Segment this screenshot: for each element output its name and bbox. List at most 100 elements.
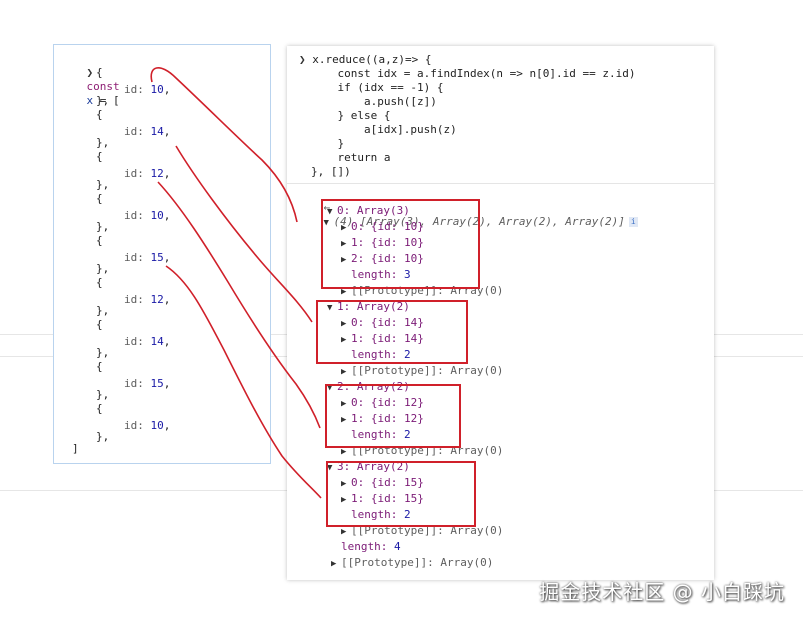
collapse-triangle-icon[interactable]: ▼ [327,207,333,217]
group-header[interactable]: ▼ 2: Array(2) [327,380,410,395]
expand-triangle-icon[interactable]: ▶ [341,335,347,345]
code-text: if (idx == -1) { [311,81,444,94]
prompt-chevron-icon: ❯ [86,66,94,79]
object-open-brace: { [96,66,103,79]
length-value: 2 [403,348,411,361]
object-close-brace: }, [96,430,110,443]
code-line: } [311,137,344,151]
group-header[interactable]: ▼0: Array(3) [327,204,410,219]
group-item-row[interactable]: ▶1: {id: 12} [341,412,424,427]
expand-triangle-icon[interactable]: ▶ [341,479,347,489]
id-value: 15 [150,377,164,390]
outer-length-value: 4 [393,540,401,553]
group-item-row[interactable]: ▶ 1: {id: 15} [341,492,424,507]
length-key: length: [351,428,398,441]
object-open-brace: { [96,318,103,331]
expand-triangle-icon[interactable]: ▶ [341,447,347,457]
code-text: } else { [311,109,391,122]
object-id-row: id: 12, [124,293,171,306]
scribble-id12 [157,181,321,429]
code-line: a.push([z]) [311,95,437,109]
group-header[interactable]: ▼1: Array(2) [327,300,410,315]
expand-triangle-icon[interactable]: ▶ [331,559,337,569]
group-item: 1: {id: 14} [351,332,424,345]
collapse-triangle-icon[interactable]: ▼ [327,383,333,393]
expand-triangle-icon[interactable]: ▼ [323,218,329,228]
group-item-row[interactable]: ▶1: {id: 10} [341,236,424,251]
code-text: } [311,137,345,150]
id-value: 10 [150,419,164,432]
group-header[interactable]: ▼3: Array(2) [327,460,410,475]
annotation-box-group-3 [326,461,476,527]
expand-triangle-icon[interactable]: ▶ [341,415,347,425]
expand-triangle-icon[interactable]: ▶ [341,367,347,377]
object-close-brace: }, [96,220,110,233]
group-item-row[interactable]: ▶ 2: {id: 10} [341,252,424,267]
prompt-chevron-icon: ❯ [299,53,313,66]
expand-triangle-icon[interactable]: ▶ [341,287,347,297]
id-value: 12 [150,167,164,180]
code-line: } else { [311,109,390,123]
expand-triangle-icon[interactable]: ▶ [341,255,347,265]
object-open-brace: { [96,360,103,373]
prototype-row[interactable]: ▶[[Prototype]]: Array(0) [341,364,503,379]
object-id-row: id: 15, [124,251,171,264]
group-item-row[interactable]: ▶ 0: {id: 15} [341,476,424,491]
result-summary-line[interactable]: ← ▼(4) [Array(3), Array(2), Array(2), Ar… [297,187,638,244]
console-input-line: ❯ const x = [ [60,52,120,122]
group-item: 0: {id: 15} [351,476,424,489]
group-item-row[interactable]: ▶0: {id: 14} [341,316,424,331]
code-line: a[idx].push(z) [311,123,457,137]
outer-prototype-row[interactable]: ▶[[Prototype]]: Array(0) [331,556,493,571]
keyword-const: const [86,80,120,93]
annotation-box-group-2 [325,384,461,448]
expand-triangle-icon[interactable]: ▶ [341,223,347,233]
length-value: 2 [403,508,411,521]
prototype-row[interactable]: ▶ [[Prototype]]: Array(0) [341,524,503,539]
id-value: 15 [150,251,164,264]
group-item-row[interactable]: ▶ 1: {id: 14} [341,332,424,347]
length-row: length: 2 [341,508,411,523]
close-bracket: ] [72,442,79,455]
assign-open-bracket: = [ [93,94,120,107]
prototype: [[Prototype]]: Array(0) [351,524,504,537]
code-line: }, []) [311,165,351,179]
console-separator [287,183,714,184]
object-close-brace: }, [96,388,110,401]
expand-triangle-icon[interactable]: ▶ [341,527,347,537]
group-item: 2: {id: 10} [351,252,424,265]
expand-triangle-icon[interactable]: ▶ [341,399,347,409]
group-item: 0: {id: 12} [351,396,424,409]
code-text: return a [311,151,391,164]
length-key: length: [351,268,398,281]
object-open-brace: { [96,234,103,247]
object-open-brace: { [96,108,103,121]
group-label: 2: Array(2) [337,380,410,393]
expand-triangle-icon[interactable]: ▶ [341,319,347,329]
group-item-row[interactable]: ▶ 0: {id: 12} [341,396,424,411]
id-value: 12 [150,293,164,306]
length-key: length: [341,540,388,553]
collapse-triangle-icon[interactable]: ▼ [327,463,333,473]
info-icon[interactable]: i [628,217,638,227]
id-key: id: [124,251,144,264]
length-row: length: 2 [341,348,411,363]
length-value: 3 [403,268,411,281]
id-key: id: [124,125,144,138]
id-value: 14 [150,125,164,138]
length-key: length: [351,508,398,521]
group-item-row[interactable]: ▶0: {id: 10} [341,220,424,235]
id-key: id: [124,293,144,306]
collapse-triangle-icon[interactable]: ▼ [327,303,333,313]
code-text: a.push([z]) [311,95,437,108]
length-value: 2 [403,428,411,441]
scribble-id15 [165,265,322,499]
expand-triangle-icon[interactable]: ▶ [341,239,347,249]
group-item: 1: {id: 15} [351,492,424,505]
object-open-brace: { [96,150,103,163]
object-id-row: id: 12, [124,167,171,180]
code-line: return a [311,151,390,165]
expand-triangle-icon[interactable]: ▶ [341,495,347,505]
code-text: a[idx].push(z) [311,123,457,136]
